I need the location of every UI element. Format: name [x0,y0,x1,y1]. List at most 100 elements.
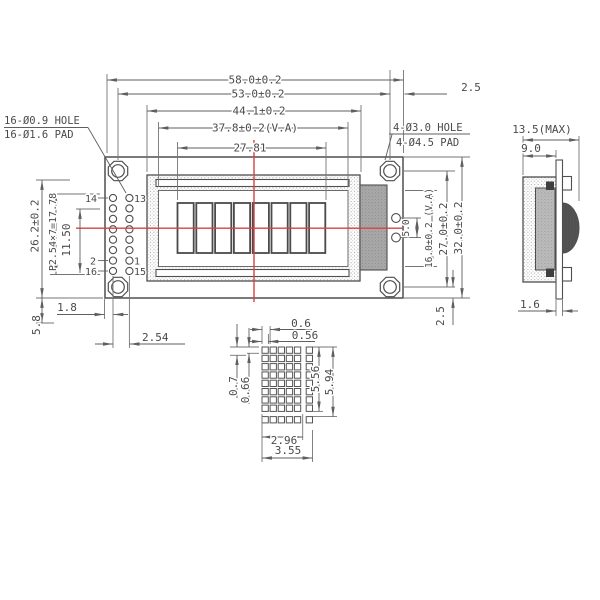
corner-mount-holes [107,160,401,298]
dimension-lines [4,78,579,460]
dot [277,354,286,363]
backlight-pin-hole-top [391,213,401,223]
dot [293,346,302,354]
pin-hole [125,256,134,265]
dot [277,371,286,379]
dot [293,371,302,379]
dot-pitch-row [261,416,269,424]
note-pin-pad: 16-Ø1.6 PAD [4,129,74,141]
side-lcd-glass [535,187,556,271]
dot-pitch-row [269,416,277,424]
dot [293,363,302,371]
dim-pin-pitch-total: P2.54×7=17.78 [48,193,59,271]
mount-hole [383,280,397,294]
leader-mount-hole-note [384,134,393,161]
dot [277,363,286,371]
pin-label-1: 1 [134,257,140,268]
dim-backlight-pin-span: 5.0 [401,219,412,236]
dot [285,371,294,379]
dot [269,354,277,363]
dim-pcb-thickness: 1.6 [520,298,540,311]
dot [269,388,277,396]
dot-pitch-col [305,354,314,363]
leader-pin-hole-note [87,127,127,194]
backlight-pin-hole-bottom [391,232,401,243]
pin-hole [108,235,118,244]
dot [261,346,269,354]
dot-pitch-col [305,363,314,371]
dot [277,396,286,404]
dot [261,396,269,404]
pin-label-15: 15 [134,267,146,278]
dot [277,346,286,354]
side-clip-top [546,181,554,190]
dim-pin-span: 11.50 [60,223,73,256]
dot [261,371,269,379]
pin-label-2: 2 [90,257,96,268]
dot [269,371,277,379]
dot-pitch-col [305,371,314,379]
dot [293,404,302,412]
pin-hole [108,214,118,224]
side-bezel-tab-bottom [561,266,573,282]
dot [285,404,294,412]
mount-hole [383,164,397,178]
dim-pin-pitch: 2.54 [142,331,169,344]
pin-hole [108,245,118,255]
dot-pitch-col [305,388,314,396]
pin-hole [125,235,134,244]
dot [269,363,277,371]
dot-pitch-row [277,416,286,424]
dim-pin-offset-x: 1.8 [57,301,77,314]
dot [285,346,294,354]
dot [277,388,286,396]
dim-char-height: 5.56 [309,366,322,393]
dim-dot-pitch-y: 0.7 [227,376,240,396]
dim-width-bezel: 44.1±0.2 [233,105,286,118]
dim-height-left: 26.2±0.2 [29,200,42,253]
dim-dot-height: 0.66 [239,377,252,404]
note-pin-hole: 16-Ø0.9 HOLE [4,115,80,127]
dot-pitch-col [305,404,314,412]
dot [269,379,277,388]
dot [261,379,269,388]
dot [285,396,294,404]
dot [285,388,294,396]
dot [293,396,302,404]
pin-hole [108,204,118,213]
pin-label-13: 13 [134,194,146,205]
dim-thickness-body: 9.0 [521,142,541,155]
dim-hole-edge-offset-top: 2.5 [461,81,481,94]
dot [293,354,302,363]
pin-hole [125,193,134,203]
pin-hole [108,266,118,276]
dot [293,379,302,388]
dim-char-pitch-x: 3.55 [275,444,302,457]
pin-hole [125,266,134,276]
dim-width-viewing-area: 37.8±0.2(V.A) [212,122,298,135]
dot [269,346,277,354]
dim-thickness-max: 13.5(MAX) [512,123,572,136]
side-pcb [555,159,564,300]
dim-pin-offset-y: 5.8 [30,315,43,335]
note-mount-pad: 4-Ø4.5 PAD [396,137,459,149]
dot [261,388,269,396]
dot-pitch-corner [305,416,314,424]
dot [261,354,269,363]
dim-width-mount-holes: 53.0±0.2 [232,88,285,101]
dot [285,354,294,363]
dim-char-pitch-y: 5.94 [323,368,336,395]
dot [285,363,294,371]
dot-pitch-col [305,396,314,404]
pin-label-16: 16 [85,267,97,278]
dim-width-overall: 58.0±0.2 [229,74,282,87]
dot [261,404,269,412]
dim-dot-pitch-x: 0.6 [291,317,311,330]
side-clip-bottom [546,268,554,277]
side-bezel-tab-top [561,175,573,191]
pin-hole [125,225,134,234]
pin-hole [125,214,134,224]
dot [285,379,294,388]
dot [261,363,269,371]
